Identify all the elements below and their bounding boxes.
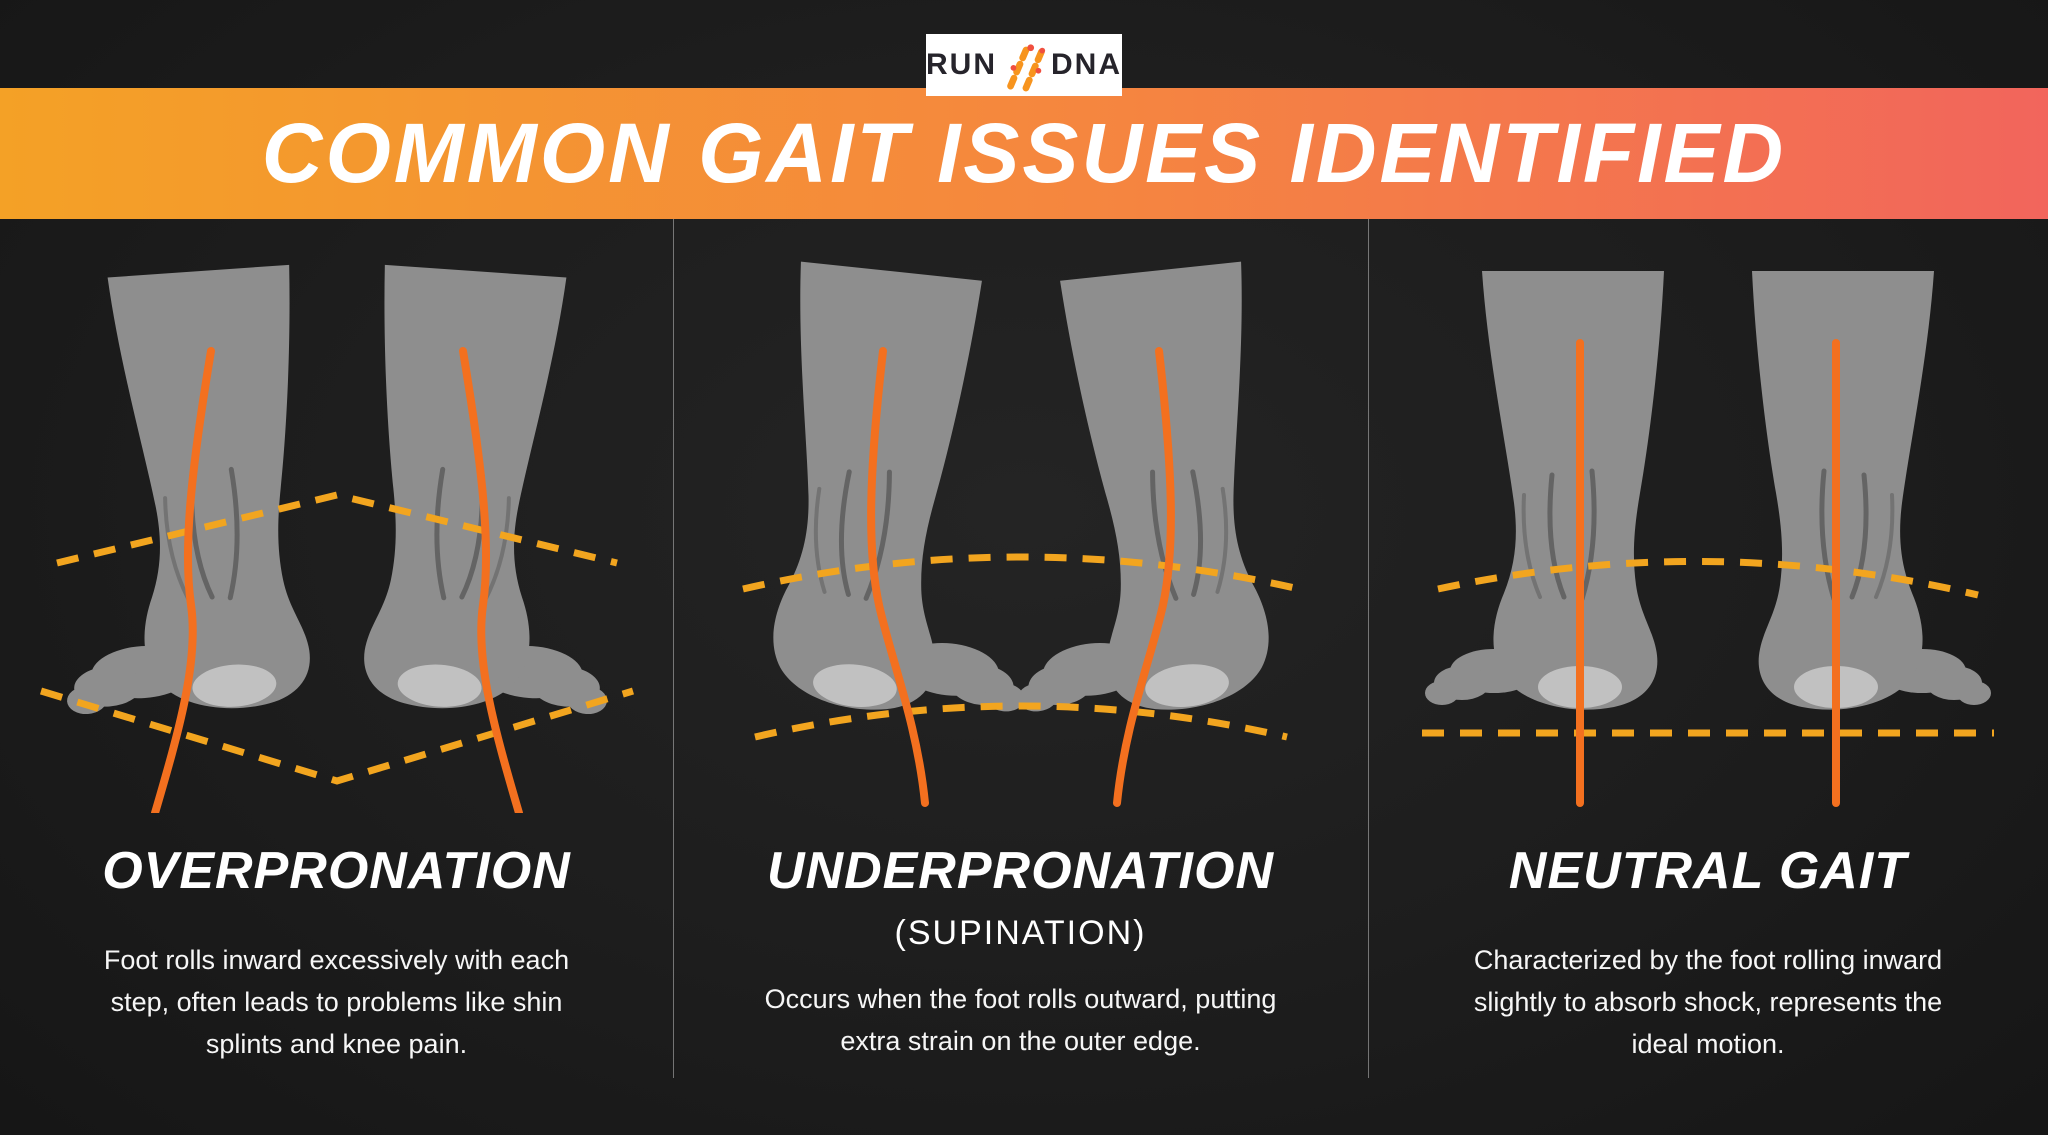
panel-divider-right: [1368, 219, 1369, 1078]
ankle-dashed-guide: [741, 553, 1300, 593]
description-underpronation: Occurs when the foot rolls outward, putt…: [764, 984, 1277, 1057]
ground-dashed-guide: [753, 702, 1288, 741]
subheading-supination: (SUPINATION): [894, 914, 1147, 953]
panel-overpronation: OVERPRONATION Foot rolls inward excessiv…: [0, 219, 673, 1135]
panels-row: OVERPRONATION Foot rolls inward excessiv…: [0, 219, 2048, 1135]
logo-text-run: RUN: [926, 48, 997, 81]
description-overpronation: Foot rolls inward excessively with each …: [103, 945, 570, 1059]
panel-underpronation: UNDERPRONATION (SUPINATION) Occurs when …: [673, 219, 1368, 1135]
title-banner: COMMON GAIT ISSUES IDENTIFIED: [0, 88, 2048, 219]
heading-overpronation: OVERPRONATION: [102, 842, 571, 900]
overpronation-feet-illustration: [39, 264, 634, 813]
ankle-dashed-guide: [55, 491, 618, 567]
neutral-gait-feet-illustration: [1422, 271, 1994, 807]
logo-text-dna: DNA: [1051, 48, 1122, 81]
panel-neutral-gait: NEUTRAL GAIT Characterized by the foot r…: [1368, 219, 2048, 1135]
underpronation-feet-illustration: [741, 261, 1300, 807]
heading-underpronation: UNDERPRONATION: [766, 842, 1275, 900]
ground-dashed-guide: [39, 687, 634, 785]
ankle-dashed-guide: [1437, 557, 1979, 599]
dna-strand-icon: [1007, 42, 1047, 92]
heading-neutral-gait: NEUTRAL GAIT: [1508, 842, 1908, 900]
panel-divider-left: [673, 219, 674, 1078]
rundna-logo: RUN DNA: [926, 34, 1122, 96]
page-title: COMMON GAIT ISSUES IDENTIFIED: [261, 106, 1787, 200]
description-neutral-gait: Characterized by the foot rolling inward…: [1473, 945, 1943, 1059]
